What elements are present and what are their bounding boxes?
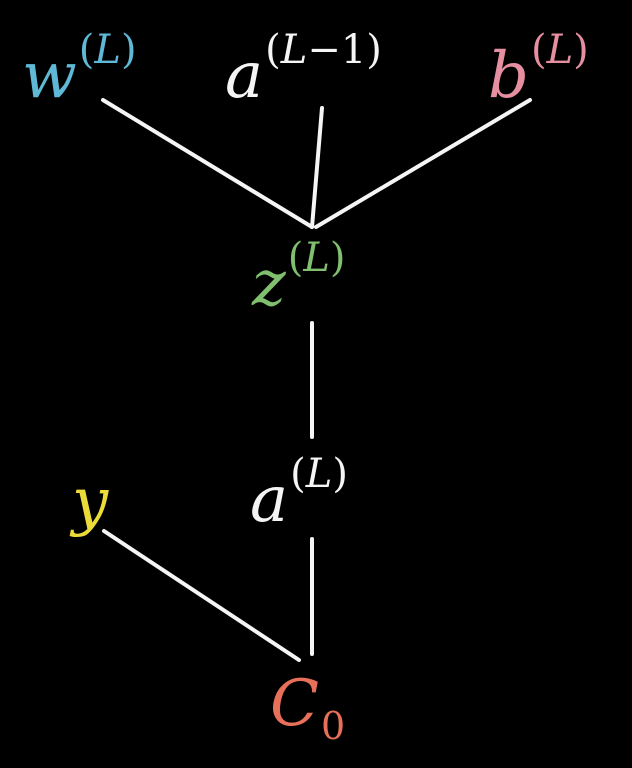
node-c-base: C [270, 667, 319, 741]
edge-b-to-z [314, 98, 532, 229]
node-bias-b: b(L) [488, 30, 589, 108]
node-b-superscript: (L) [530, 27, 589, 73]
node-a-superscript: (L) [290, 451, 348, 497]
node-weighted-sum-z: z(L) [252, 238, 346, 316]
edge-aprev-to-z [310, 106, 324, 229]
node-y-base: y [72, 465, 109, 539]
node-aprev-base: a [225, 39, 264, 113]
node-z-superscript: (L) [287, 235, 346, 281]
node-aprev-superscript: (L−1) [265, 27, 382, 73]
node-a-base: a [250, 463, 289, 537]
node-w-superscript: (L) [78, 27, 137, 73]
node-activation-previous: a(L−1) [225, 30, 382, 108]
node-activation-a: a(L) [250, 454, 348, 532]
node-w-base: w [22, 39, 77, 113]
node-target-y: y [72, 470, 108, 534]
node-weight-w: w(L) [22, 30, 137, 108]
node-z-base: z [252, 247, 286, 321]
node-c-subscript: 0 [320, 704, 346, 748]
edge-y-to-c [102, 529, 301, 662]
node-cost-c0: C0 [270, 672, 345, 745]
edge-w-to-z [101, 98, 314, 229]
node-b-base: b [488, 39, 529, 113]
